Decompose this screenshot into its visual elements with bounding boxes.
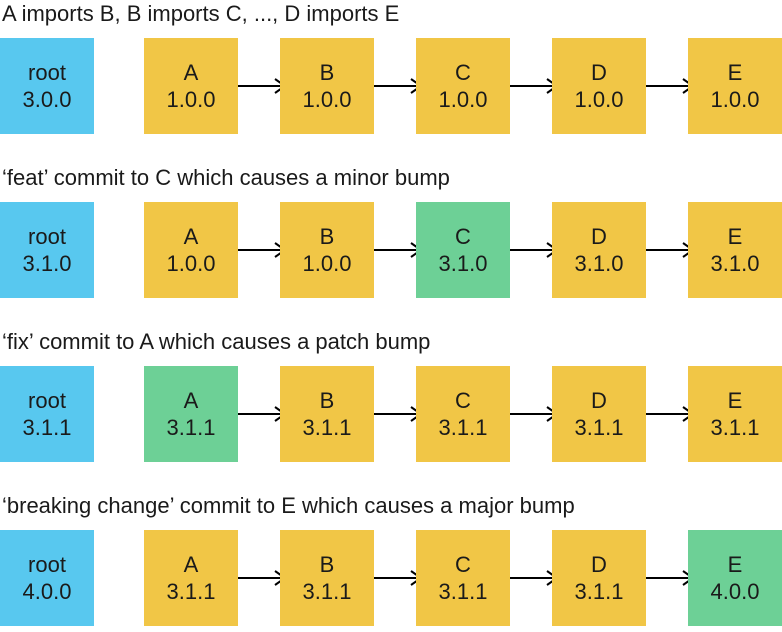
package-name: A <box>183 388 199 413</box>
package-name: D <box>591 552 607 577</box>
package-version: 3.1.1 <box>302 579 352 604</box>
section-initial: A imports B, B imports C, ..., D imports… <box>0 0 782 140</box>
package-d-box: D 3.1.1 <box>552 366 646 462</box>
package-version: 1.0.0 <box>302 251 352 276</box>
dependency-row: root 4.0.0 A 3.1.1 B 3.1.1 C 3.1.1 D 3.1… <box>0 530 782 630</box>
package-a-box: A 3.1.1 <box>144 530 238 626</box>
root-label: root <box>28 388 66 413</box>
root-box: root 3.0.0 <box>0 38 94 134</box>
package-name: B <box>319 552 335 577</box>
package-version: 3.1.1 <box>574 415 624 440</box>
package-name: C <box>455 224 471 249</box>
package-version: 3.1.1 <box>166 415 216 440</box>
package-e-box: E 1.0.0 <box>688 38 782 134</box>
section-caption: ‘fix’ commit to A which causes a patch b… <box>2 329 431 354</box>
package-version: 3.1.1 <box>438 415 488 440</box>
dependency-row: root 3.0.0 A 1.0.0 B 1.0.0 C 1.0.0 D 1.0… <box>0 38 782 138</box>
package-e-box: E 3.1.1 <box>688 366 782 462</box>
package-version: 1.0.0 <box>166 251 216 276</box>
package-b-box: B 3.1.1 <box>280 366 374 462</box>
root-label: root <box>28 224 66 249</box>
package-a-box: A 1.0.0 <box>144 202 238 298</box>
package-c-box: C 3.1.1 <box>416 530 510 626</box>
package-name: E <box>727 224 743 249</box>
package-version: 3.1.0 <box>710 251 760 276</box>
package-version: 1.0.0 <box>574 87 624 112</box>
package-name: E <box>727 552 743 577</box>
package-name: B <box>319 224 335 249</box>
package-version: 1.0.0 <box>166 87 216 112</box>
package-b-box: B 1.0.0 <box>280 38 374 134</box>
root-box: root 3.1.0 <box>0 202 94 298</box>
package-name: A <box>183 552 199 577</box>
package-version: 1.0.0 <box>710 87 760 112</box>
package-name: D <box>591 60 607 85</box>
package-d-box: D 3.1.1 <box>552 530 646 626</box>
root-version: 3.1.1 <box>22 415 72 440</box>
section-caption: ‘feat’ commit to C which causes a minor … <box>2 165 450 190</box>
package-c-box: C 3.1.0 <box>416 202 510 298</box>
package-name: B <box>319 388 335 413</box>
root-box: root 4.0.0 <box>0 530 94 626</box>
package-c-box: C 3.1.1 <box>416 366 510 462</box>
section-fix: ‘fix’ commit to A which causes a patch b… <box>0 328 782 468</box>
package-version: 1.0.0 <box>302 87 352 112</box>
section-caption: A imports B, B imports C, ..., D imports… <box>2 1 400 26</box>
package-version: 3.1.0 <box>574 251 624 276</box>
section-caption: ‘breaking change’ commit to E which caus… <box>2 493 575 518</box>
package-version: 4.0.0 <box>710 579 760 604</box>
package-d-box: D 3.1.0 <box>552 202 646 298</box>
dependency-row: root 3.1.0 A 1.0.0 B 1.0.0 C 3.1.0 D 3.1… <box>0 202 782 302</box>
package-name: C <box>455 552 471 577</box>
package-name: E <box>727 388 743 413</box>
package-version: 3.1.0 <box>438 251 488 276</box>
package-e-box: E 3.1.0 <box>688 202 782 298</box>
package-name: C <box>455 388 471 413</box>
package-a-box: A 1.0.0 <box>144 38 238 134</box>
package-version: 3.1.1 <box>302 415 352 440</box>
package-e-box: E 4.0.0 <box>688 530 782 626</box>
package-name: D <box>591 224 607 249</box>
package-b-box: B 1.0.0 <box>280 202 374 298</box>
package-name: A <box>183 224 199 249</box>
package-b-box: B 3.1.1 <box>280 530 374 626</box>
root-version: 3.1.0 <box>22 251 72 276</box>
package-name: D <box>591 388 607 413</box>
package-version: 3.1.1 <box>166 579 216 604</box>
root-version: 4.0.0 <box>22 579 72 604</box>
package-c-box: C 1.0.0 <box>416 38 510 134</box>
section-breaking-change: ‘breaking change’ commit to E which caus… <box>0 492 782 632</box>
package-version: 3.1.1 <box>710 415 760 440</box>
root-label: root <box>28 552 66 577</box>
package-version: 3.1.1 <box>574 579 624 604</box>
package-name: B <box>319 60 335 85</box>
root-label: root <box>28 60 66 85</box>
package-name: C <box>455 60 471 85</box>
dependency-row: root 3.1.1 A 3.1.1 B 3.1.1 C 3.1.1 D 3.1… <box>0 366 782 466</box>
package-version: 1.0.0 <box>438 87 488 112</box>
package-name: E <box>727 60 743 85</box>
root-version: 3.0.0 <box>22 87 72 112</box>
root-box: root 3.1.1 <box>0 366 94 462</box>
package-name: A <box>183 60 199 85</box>
package-version: 3.1.1 <box>438 579 488 604</box>
package-a-box: A 3.1.1 <box>144 366 238 462</box>
section-feat: ‘feat’ commit to C which causes a minor … <box>0 164 782 304</box>
package-d-box: D 1.0.0 <box>552 38 646 134</box>
